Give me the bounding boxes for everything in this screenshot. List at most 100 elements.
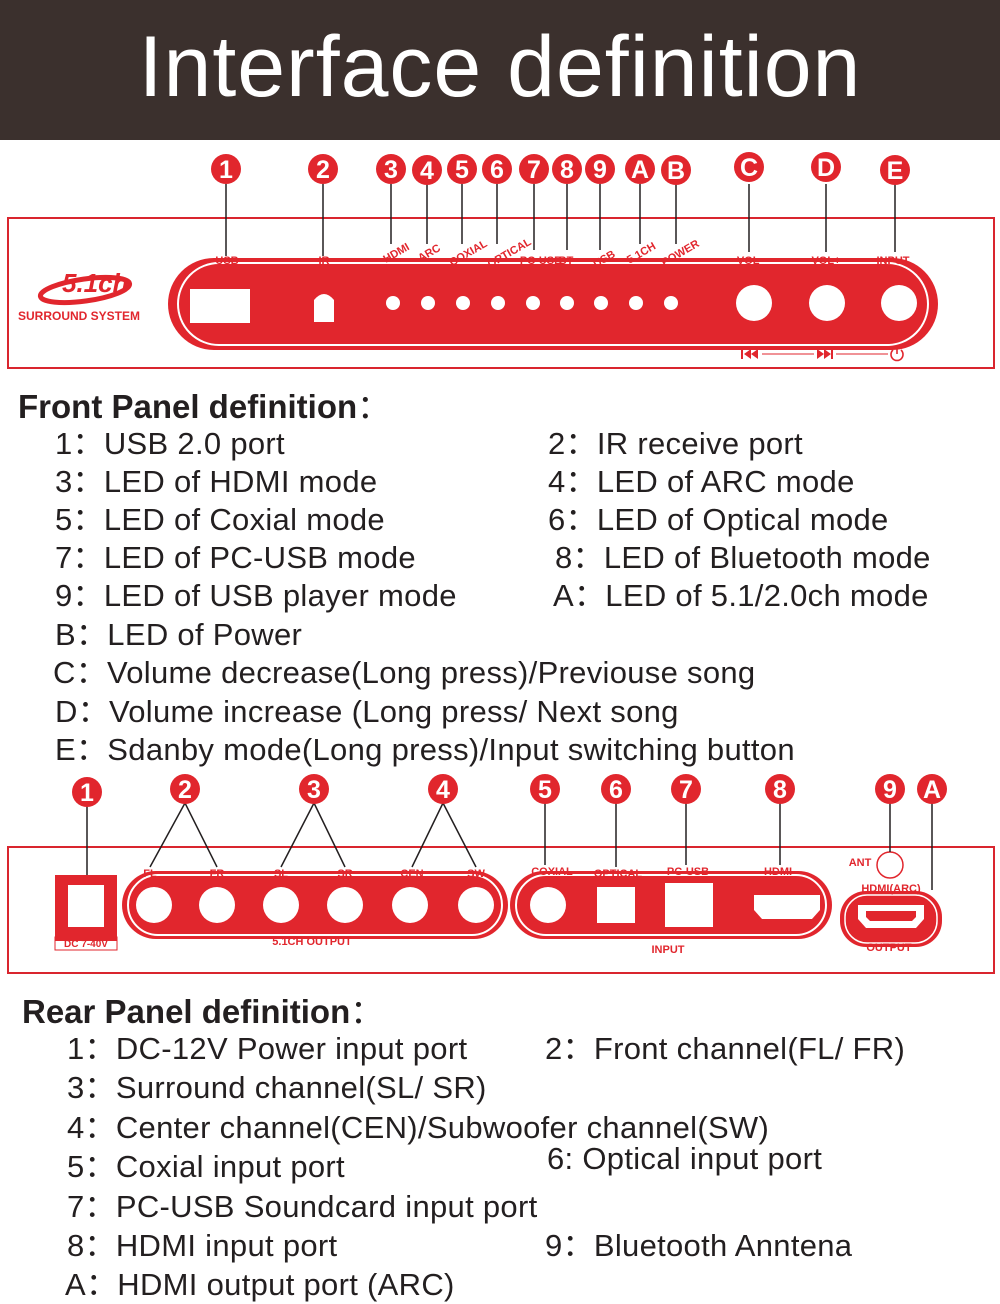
front-definition-2: 2：IR receive port	[548, 426, 803, 461]
led-indicator	[560, 296, 574, 310]
front-label-ir: IR	[319, 255, 330, 267]
rear-definition-2: 2：Front channel(FL/ FR)	[545, 1031, 906, 1066]
rear-leader	[184, 802, 218, 868]
ir-receiver	[314, 294, 334, 322]
hdmi-output-slot	[866, 911, 916, 921]
front-panel-inner-outline	[177, 262, 929, 346]
rear-marker-6: 6	[601, 774, 631, 804]
coxial-jack[interactable]	[530, 887, 566, 923]
front-marker-E: E	[880, 155, 910, 185]
svg-text:8: 8	[773, 776, 787, 804]
rear-leader-lines	[86, 802, 933, 890]
front-marker-D: D	[811, 152, 841, 182]
rear-marker-3: 3	[299, 774, 329, 804]
svg-text:8: 8	[560, 156, 574, 184]
rear-marker-5: 5	[530, 774, 560, 804]
rear-label-hdmi: HDMI	[764, 866, 792, 878]
input-button[interactable]	[881, 285, 917, 321]
rca-jack[interactable]	[263, 887, 299, 923]
led-indicator	[664, 296, 678, 310]
rca-jack[interactable]	[327, 887, 363, 923]
rca-jack[interactable]	[136, 887, 172, 923]
rear-label-input: INPUT	[652, 944, 685, 956]
output-hdmi-outline	[844, 894, 938, 944]
front-marker-9: 9	[585, 154, 615, 184]
svg-text:4: 4	[436, 776, 450, 804]
front-definition-1: 1：USB 2.0 port	[55, 426, 285, 461]
led-indicator	[456, 296, 470, 310]
led-indicator	[421, 296, 435, 310]
front-label-input: INPUT	[877, 255, 910, 267]
front-definition-4: 4：LED of ARC mode	[548, 464, 855, 499]
rear-section-title: Rear Panel definition：	[22, 993, 384, 1030]
front-definition-9: 9：LED of USB player mode	[55, 578, 457, 613]
svg-text:7: 7	[679, 776, 693, 804]
rear-leader	[411, 802, 444, 868]
rear-label-sl: SL	[274, 868, 288, 880]
output-51-body	[122, 871, 508, 939]
rear-label-coxial: COXIAL	[531, 866, 573, 878]
usb-port[interactable]	[190, 289, 250, 323]
rear-definition-5: 5：Coxial input port	[67, 1149, 345, 1184]
led-indicator	[526, 296, 540, 310]
svg-text:1: 1	[219, 156, 233, 184]
rear-label-fl: FL	[143, 868, 157, 880]
rear-label-ant: ANT	[849, 857, 872, 869]
antenna-jack[interactable]	[876, 851, 904, 879]
rear-marker-4: 4	[428, 774, 458, 804]
rear-marker-8: 8	[765, 774, 795, 804]
vol-plus-button[interactable]	[809, 285, 845, 321]
svg-text:7: 7	[527, 156, 541, 184]
front-definition-8: 8：LED of Bluetooth mode	[555, 540, 931, 575]
vol-minus-button[interactable]	[736, 285, 772, 321]
front-marker-C: C	[734, 152, 764, 182]
svg-text:B: B	[667, 157, 685, 185]
svg-text:4: 4	[420, 157, 434, 185]
front-label-bt: BT	[559, 255, 574, 267]
rca-jack[interactable]	[392, 887, 428, 923]
rear-definition-6: 6: Optical input port	[547, 1141, 823, 1176]
front-marker-7: 7	[519, 154, 549, 184]
svg-text:E: E	[887, 157, 904, 185]
dc-label-box	[54, 936, 118, 951]
front-definition-3: 3：LED of HDMI mode	[55, 464, 378, 499]
rca-jack[interactable]	[199, 887, 235, 923]
front-label-pcusb: PC-USB	[520, 255, 562, 267]
rear-label-output51: 5.1CH OUTPUT	[272, 936, 352, 948]
front-definition-B: B：LED of Power	[55, 617, 303, 652]
rear-definition-7: 7：PC-USB Soundcard input port	[67, 1189, 538, 1224]
page-title: Interface definition	[138, 19, 862, 115]
svg-text:1: 1	[80, 779, 94, 807]
optical-jack[interactable]	[597, 887, 635, 923]
svg-text:D: D	[817, 154, 835, 182]
led-indicator	[491, 296, 505, 310]
svg-text:3: 3	[307, 776, 321, 804]
front-label-usb: USB	[215, 255, 238, 267]
rear-label-sw: SW	[467, 868, 485, 880]
next-icon	[817, 349, 833, 359]
header-banner: Interface definition	[0, 0, 1000, 140]
rear-leader	[280, 802, 315, 868]
dc-jack-socket	[68, 885, 104, 927]
hdmi-input-jack[interactable]	[754, 895, 820, 919]
front-leds	[386, 296, 678, 310]
rca-jack[interactable]	[458, 887, 494, 923]
logo-mark: 5.1ch	[62, 268, 129, 298]
front-section-title: Front Panel definition：	[18, 388, 391, 425]
svg-text:9: 9	[883, 776, 897, 804]
front-marker-8: 8	[552, 154, 582, 184]
rear-label-optical: OPTICAL	[594, 868, 643, 880]
svg-text:6: 6	[609, 776, 623, 804]
prev-icon	[741, 349, 758, 359]
pc-usb-jack[interactable]	[665, 883, 713, 927]
rca-jacks	[136, 887, 494, 923]
front-marker-5: 5	[447, 154, 477, 184]
rear-leader	[149, 802, 186, 868]
rear-label-sr: SR	[337, 868, 352, 880]
rear-label-hdmiarc: HDMI(ARC)	[861, 883, 921, 895]
front-marker-6: 6	[482, 154, 512, 184]
